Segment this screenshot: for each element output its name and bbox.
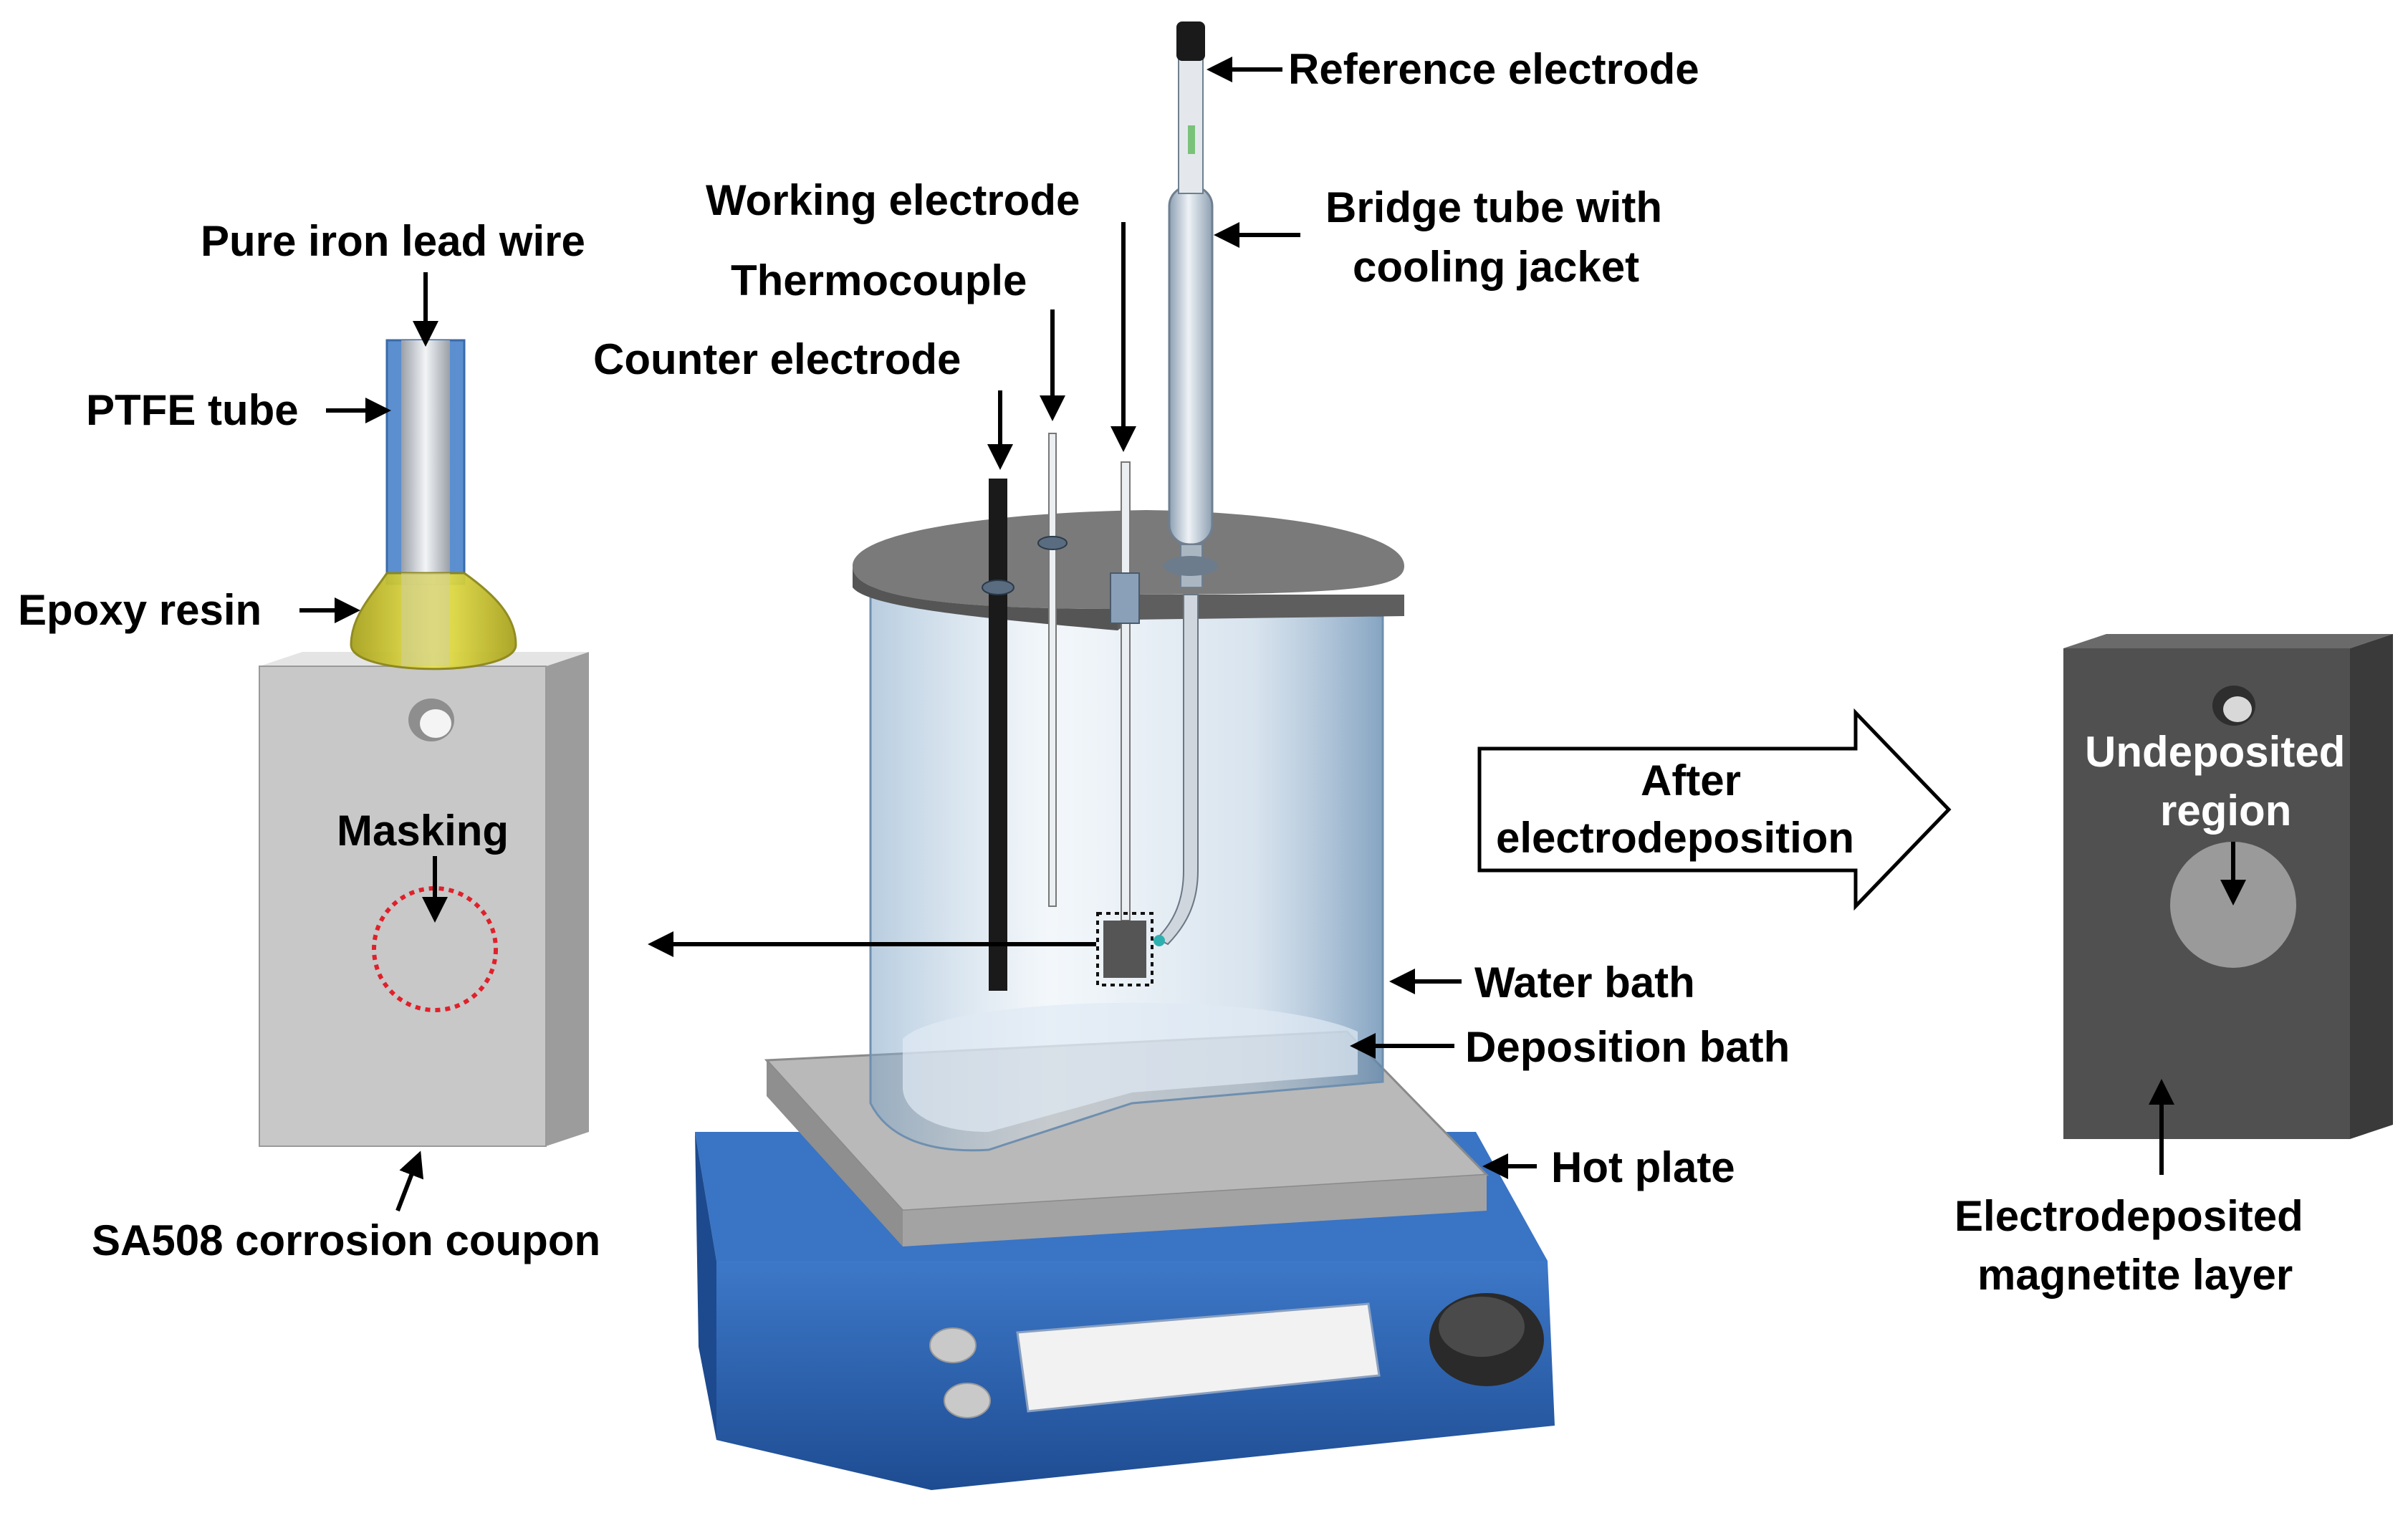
bridge-tube-upper [1168,185,1214,546]
electrodeposited-coupon [2063,634,2393,1139]
electrodes [982,21,1218,991]
label-pure-iron-lead-wire: Pure iron lead wire [201,217,585,265]
label-bridge-tube-line1: Bridge tube with [1325,183,1662,231]
working-electrode-rod [1121,461,1131,921]
label-after-line2: electrodeposition [1496,814,1854,862]
label-deposition-bath: Deposition bath [1465,1023,1790,1071]
hot-plate-button-top[interactable] [929,1327,977,1363]
coupon-front-face [259,666,547,1147]
label-reference-electrode: Reference electrode [1288,45,1699,93]
labels: Reference electrode Working electrode Br… [18,45,2345,1299]
reference-electrode-cap [1176,21,1205,61]
label-undeposited-line1: Undeposited [2085,728,2345,776]
hot-plate-button-bottom[interactable] [944,1383,991,1418]
label-working-electrode: Working electrode [706,176,1080,224]
counter-electrode-rod [989,479,1007,991]
hot-plate-display[interactable] [1016,1302,1381,1413]
thermocouple-rod [1048,433,1057,907]
bridge-tube-stem [1156,594,1199,946]
label-counter-electrode: Counter electrode [593,335,961,383]
label-epoxy-resin: Epoxy resin [18,586,262,634]
coupon-side-face [546,652,589,1146]
label-masking: Masking [337,807,509,855]
label-ptfe-tube: PTFE tube [86,386,299,434]
label-undeposited-line2: region [2160,787,2291,835]
masking-ring [372,886,498,1012]
label-sa508-coupon: SA508 corrosion coupon [92,1216,600,1264]
deposition-bath [903,1002,1358,1132]
after-electrodeposition-arrow [1477,708,1952,911]
label-thermocouple: Thermocouple [731,256,1027,304]
pure-iron-lead-wire [401,340,450,584]
label-magnetite-line2: magnetite layer [1977,1251,2293,1299]
label-hot-plate: Hot plate [1551,1143,1735,1191]
sa508-coupon-assembly [259,339,589,1147]
working-electrode-sample [1103,921,1146,978]
label-after-line1: After [1641,756,1741,804]
label-bridge-tube-line2: cooling jacket [1353,243,1639,291]
label-water-bath: Water bath [1474,959,1695,1007]
leader-arrows [299,57,2246,1212]
label-magnetite-line1: Electrodeposited [1954,1192,2303,1240]
